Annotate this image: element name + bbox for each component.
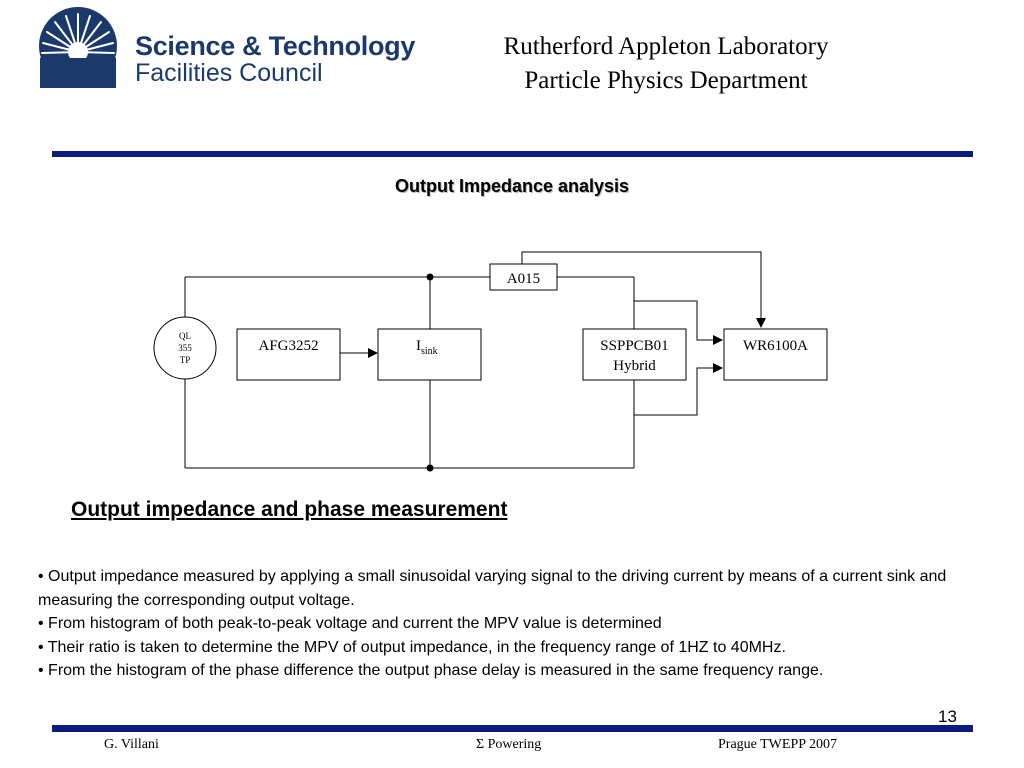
tp-label-line-1: QL (179, 331, 191, 341)
lab-heading: Rutherford Appleton Laboratory Particle … (436, 30, 896, 98)
afg3252-block: AFG3252 (236, 328, 341, 381)
tp-label-line-2: 355 (178, 343, 192, 353)
a015-label: A015 (507, 271, 540, 287)
a015-to-wr-wire (521, 251, 766, 328)
logo-text: Science & Technology Facilities Council (135, 32, 415, 86)
footer-topic: Σ Powering (476, 737, 542, 752)
wr6100a-block: WR6100A (723, 328, 828, 381)
footer-author: G. Villani (104, 737, 159, 752)
tp-label-line-3: TP (180, 355, 191, 365)
slide-title: Output Impedance analysis (394, 176, 630, 196)
top-divider (52, 151, 973, 157)
logo-line-2: Facilities Council (135, 59, 323, 87)
ssppcb-label-line-2: Hybrid (613, 358, 656, 374)
logo-line-1: Science & Technology (135, 31, 416, 61)
footer-event: Prague TWEPP 2007 (718, 737, 837, 752)
sunburst-logo-icon (39, 7, 117, 88)
bullet-list: • Output impedance measured by applying … (38, 565, 1018, 683)
ssppcb-label-line-1: SSPPCB01 (600, 338, 668, 354)
lab-name: Rutherford Appleton Laboratory (503, 33, 829, 60)
bottom-junction-dot (426, 464, 434, 472)
ql355-tp-node: QL 355 TP (153, 316, 217, 380)
ssppcb-lower-to-wr-wire (634, 363, 723, 416)
ssppcb01-hybrid-block: SSPPCB01 Hybrid (582, 328, 687, 381)
bullet-item: • Their ratio is taken to determine the … (38, 638, 786, 656)
isink-label-subscript: sink (421, 346, 438, 357)
ssppcb-upper-to-wr-wire (634, 300, 723, 345)
page-number: 13 (938, 707, 957, 726)
stfc-logo: Science & Technology Facilities Council (36, 6, 416, 90)
department-name: Particle Physics Department (524, 67, 808, 94)
isink-label: Isink (416, 338, 438, 357)
afg3252-label: AFG3252 (258, 338, 318, 354)
bullet-item: • From the histogram of the phase differ… (38, 662, 824, 679)
bottom-divider (52, 725, 973, 732)
top-junction-dot (426, 273, 434, 281)
a015-block: A015 (489, 263, 558, 291)
isink-label-main: I (416, 338, 421, 354)
bullet-item: • From histogram of both peak-to-peak vo… (38, 615, 662, 632)
section-heading: Output impedance and phase measurement (71, 498, 508, 521)
wr6100a-label: WR6100A (743, 338, 808, 354)
isink-block: Isink (377, 328, 482, 381)
bullet-item: • Output impedance measured by applying … (38, 568, 947, 609)
